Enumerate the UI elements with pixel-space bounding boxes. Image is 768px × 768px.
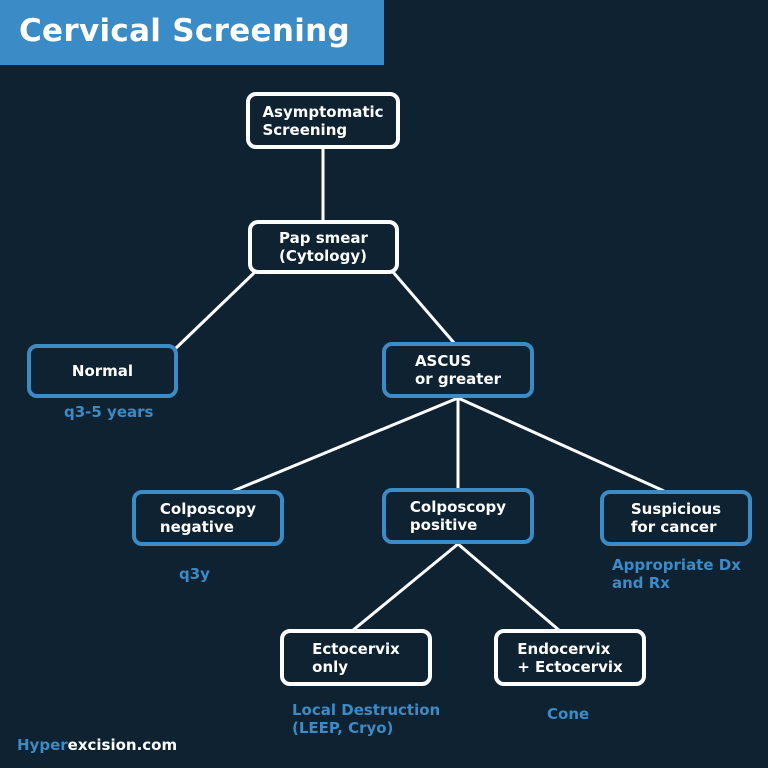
note-ectocervix: Local Destruction (LEEP, Cryo) — [292, 701, 441, 737]
node-normal: Normal — [27, 344, 178, 398]
node-label: Pap smear (Cytology) — [279, 229, 368, 265]
note-suspicious: Appropriate Dx and Rx — [612, 556, 741, 592]
node-pap-smear: Pap smear (Cytology) — [248, 220, 399, 274]
edge-ascus-colpo-negative — [232, 396, 459, 493]
node-label: ASCUS or greater — [414, 352, 502, 388]
edge-colpo-positive-endocervix — [457, 542, 561, 633]
brand-name: Hyper — [17, 736, 68, 754]
note-colposcopy-negative: q3y — [179, 565, 210, 583]
node-label: Ectocervix only — [312, 639, 400, 676]
node-label: Normal — [71, 362, 134, 380]
node-label: Suspicious for cancer — [630, 500, 722, 536]
edge-ascus-suspicious — [457, 396, 665, 493]
node-colposcopy-negative: Colposcopy negative — [132, 490, 284, 546]
edge-colpo-positive-ectocervix — [351, 542, 459, 633]
brand-domain: excision.com — [67, 736, 178, 754]
node-label: Endocervix + Ectocervix — [517, 639, 623, 676]
edge-pap-normal — [172, 270, 257, 352]
node-asymptomatic-screening: Asymptomatic Screening — [246, 92, 400, 149]
page-title: Cervical Screening — [19, 13, 351, 49]
edge-pap-ascus — [391, 271, 457, 345]
node-endocervix-ectocervix: Endocervix + Ectocervix — [494, 629, 646, 686]
node-label: Asymptomatic Screening — [262, 102, 384, 139]
title-bar: Cervical Screening — [0, 0, 384, 65]
node-colposcopy-positive: Colposcopy positive — [382, 488, 534, 544]
footer-brand: Hyperexcision.com — [17, 736, 177, 754]
node-suspicious-for-cancer: Suspicious for cancer — [600, 490, 752, 546]
node-ectocervix-only: Ectocervix only — [280, 629, 432, 686]
node-label: Colposcopy negative — [159, 500, 257, 536]
node-label: Colposcopy positive — [409, 498, 507, 534]
note-endocervix: Cone — [547, 705, 590, 723]
note-normal: q3-5 years — [64, 403, 154, 421]
node-ascus-or-greater: ASCUS or greater — [382, 342, 534, 398]
